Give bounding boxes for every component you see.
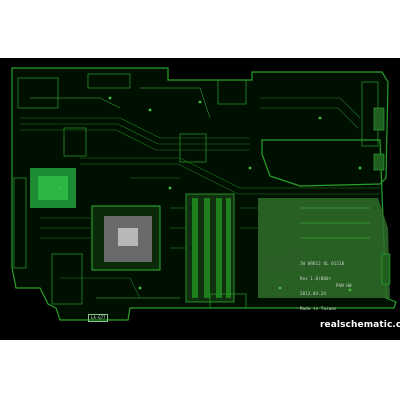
chipset-area [30,168,76,208]
via-dots [58,96,362,292]
fab-mark: PAN HW [336,283,352,288]
silkscreen-line: 2012.04.24 [300,291,327,296]
silkscreen-line: JW 09D12 QL 01210 [300,261,345,266]
copper-pour-right-lower [258,248,330,278]
silkscreen-line: Made in Taiwan [300,306,337,311]
pcb-layout-drawing [11,67,397,321]
cpu-socket [91,205,161,271]
trace-highlights [30,87,370,299]
watermark: realschematic.com [320,320,400,330]
pcb-board-view: JW 09D12 QL 01210 Rev 1.0(B00) 2012.04.2… [0,58,400,340]
silkscreen-line: Rev 1.0(B00) [300,276,332,281]
trace-bundles [20,97,380,299]
memory-slot-area [185,193,235,303]
side-connectors [373,107,391,285]
silkscreen-text-block: JW 09D12 QL 01210 Rev 1.0(B00) 2012.04.2… [300,251,344,321]
board-label: LA-677 [88,314,109,322]
